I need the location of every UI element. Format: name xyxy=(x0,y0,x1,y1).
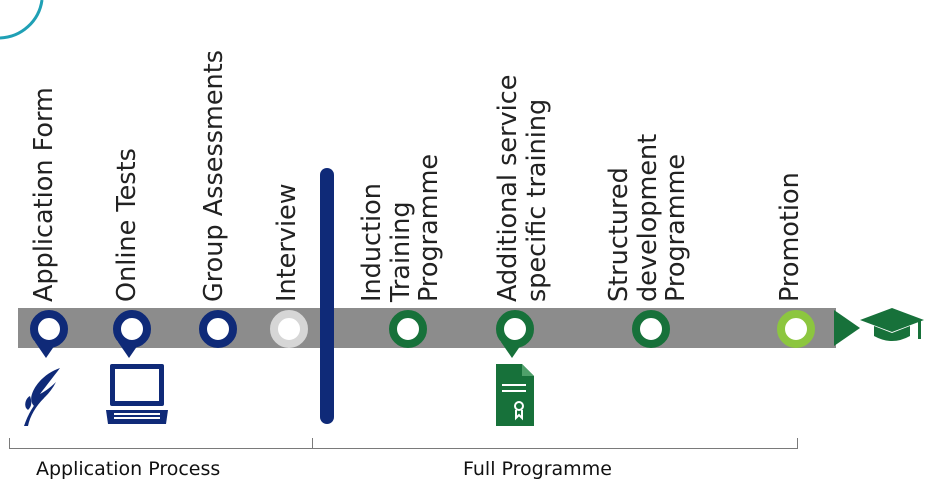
stage-label-induction: Induction Training Programme xyxy=(357,153,445,302)
stage-label-group-assessments: Group Assessments xyxy=(199,50,229,302)
full-programme-bracket xyxy=(312,438,798,449)
stage-marker-promotion xyxy=(777,310,815,348)
arrow-head-icon xyxy=(834,310,860,346)
stage-label-application-form: Application Form xyxy=(29,87,59,302)
phase-divider xyxy=(320,168,334,424)
stage-label-online-tests: Online Tests xyxy=(112,148,142,302)
stage-ring xyxy=(632,310,670,348)
stage-marker-induction xyxy=(389,310,427,348)
timeline-track xyxy=(18,308,836,348)
stage-marker-group-assessments xyxy=(199,310,237,348)
stage-marker-interview xyxy=(270,310,308,348)
stage-pin-tail xyxy=(35,342,57,358)
graduation-cap-icon xyxy=(860,308,924,341)
stage-label-structured-development: Structured development Programme xyxy=(604,133,692,302)
stage-label-promotion: Promotion xyxy=(775,172,805,302)
application-process-label: Application Process xyxy=(36,458,221,480)
stage-ring xyxy=(389,310,427,348)
application-process-bracket xyxy=(9,438,313,449)
stage-label-additional-training: Additional service specific training xyxy=(493,74,552,302)
stage-ring xyxy=(199,310,237,348)
stage-pin-tail xyxy=(118,342,140,358)
certificate-icon xyxy=(496,364,534,426)
feather-icon xyxy=(24,368,60,426)
stage-ring xyxy=(270,310,308,348)
stage-pin-tail xyxy=(501,342,523,358)
stage-ring xyxy=(777,310,815,348)
full-programme-label: Full Programme xyxy=(463,458,612,480)
stage-label-interview: Interview xyxy=(272,183,302,302)
laptop-icon xyxy=(106,364,168,424)
stage-marker-structured-development xyxy=(632,310,670,348)
corner-arc-decoration xyxy=(0,0,44,40)
